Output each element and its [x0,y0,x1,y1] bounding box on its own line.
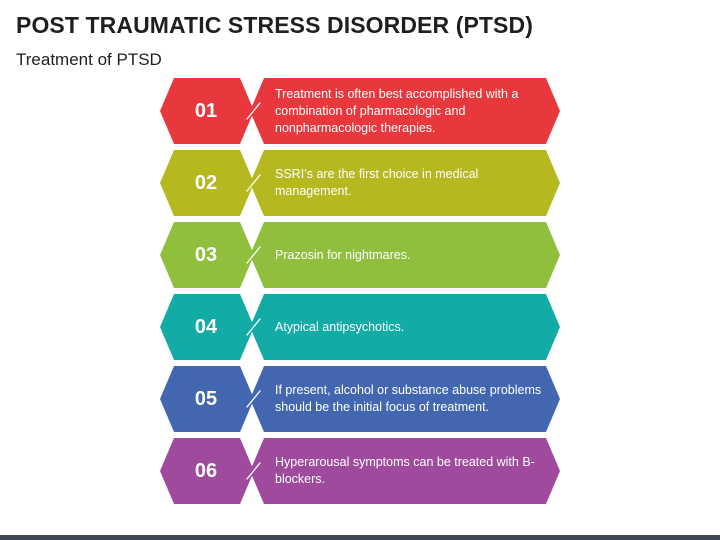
step-text: Atypical antipsychotics. [275,319,405,334]
slash-divider [246,102,261,120]
step-01: 01 Treatment is often best accomplished … [0,78,720,144]
step-06: 06 Hyperarousal symptoms can be treated … [0,438,720,504]
step-number: 06 [194,459,218,482]
step-04: 04 Atypical antipsychotics. [0,294,720,360]
step-05: 05 If present, alcohol or substance abus… [0,366,720,432]
step-shape [160,438,560,504]
number-hexagon [160,438,254,504]
slash-divider [246,462,261,480]
step-shape [160,294,560,360]
step-text: Hyperarousal symptoms can be treated wit… [275,455,535,486]
slash-divider [246,390,261,408]
step-number: 02 [194,171,218,194]
step-number: 01 [194,99,218,122]
step-number: 05 [194,387,218,410]
text-banner [250,150,560,216]
number-hexagon [160,222,254,288]
step-02: 02 SSRI’s are the first choice in medica… [0,150,720,216]
step-text: SSRI’s are the first choice in medical m… [275,167,479,198]
page-subtitle: Treatment of PTSD [16,50,162,69]
slash-divider [246,246,261,264]
step-number: 03 [194,243,218,266]
step-shape [160,78,560,144]
number-hexagon [160,78,254,144]
step-shape [160,150,560,216]
slash-divider [246,174,261,192]
number-hexagon [160,294,254,360]
text-banner [250,78,560,144]
step-text: Prazosin for nightmares. [275,247,411,262]
page-title: POST TRAUMATIC STRESS DISORDER (PTSD) [16,12,533,38]
step-03: 03 Prazosin for nightmares. [0,222,720,288]
step-number: 04 [194,315,218,338]
step-shape [160,222,560,288]
text-banner [250,222,560,288]
text-banner [250,294,560,360]
step-shape [160,366,560,432]
text-banner [250,438,560,504]
footer-bar [0,535,720,540]
step-text: If present, alcohol or substance abuse p… [275,383,542,414]
number-hexagon [160,366,254,432]
text-banner [250,366,560,432]
number-hexagon [160,150,254,216]
slash-divider [246,318,261,336]
step-text: Treatment is often best accomplished wit… [275,86,519,135]
